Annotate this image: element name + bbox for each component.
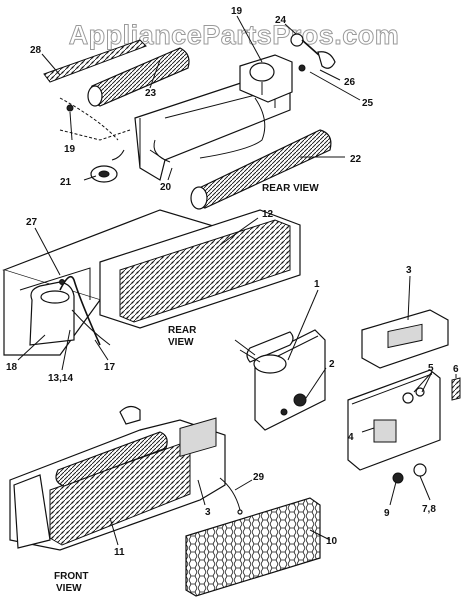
control-assembly (347, 275, 461, 506)
label-front-line2: VIEW (56, 583, 82, 594)
watermark-logo: AppliancePartsPros.com (69, 20, 400, 50)
label-rear-left-line1: REAR (168, 325, 197, 336)
callout-10: 10 (326, 536, 338, 547)
callout-3-right: 3 (406, 265, 412, 276)
blower-assembly (41, 15, 361, 210)
condenser-coil (119, 219, 291, 323)
callout-3-bottom: 3 (205, 507, 211, 518)
callout-21: 21 (60, 177, 72, 188)
callout-28: 28 (30, 45, 42, 56)
callout-27: 27 (26, 217, 38, 228)
callout-22: 22 (350, 154, 362, 165)
callout-20: 20 (160, 182, 172, 193)
callout-12: 12 (262, 209, 274, 220)
callout-25: 25 (362, 98, 374, 109)
callout-7-8: 7,8 (422, 504, 436, 515)
callout-13-14: 13,14 (48, 373, 73, 384)
blower-wheel-upper (87, 47, 190, 107)
label-rear-left-line2: VIEW (168, 337, 194, 348)
callout-11: 11 (114, 547, 125, 558)
label-front-line1: FRONT (54, 571, 88, 582)
callout-1: 1 (314, 279, 320, 290)
slinger-ring (43, 39, 147, 83)
callout-26: 26 (344, 77, 356, 88)
callout-17: 17 (104, 362, 116, 373)
callout-2: 2 (329, 359, 335, 370)
callout-labels: 28 19 24 26 25 23 19 21 20 22 27 12 18 1… (6, 6, 459, 558)
callout-19-top: 19 (231, 6, 243, 17)
callout-24: 24 (275, 15, 287, 26)
front-grille (185, 497, 321, 597)
callout-9: 9 (384, 508, 390, 519)
unit-front-view (9, 405, 253, 551)
capacitor-bracket (234, 289, 327, 431)
control-box (373, 419, 397, 443)
callout-23: 23 (145, 88, 157, 99)
callout-5: 5 (428, 363, 434, 374)
fan-shaft (301, 39, 321, 57)
callout-6: 6 (453, 364, 459, 375)
callout-29: 29 (253, 472, 265, 483)
blower-wheel-lower (190, 129, 332, 210)
label-rear-view-top: REAR VIEW (262, 183, 319, 194)
callout-18: 18 (6, 362, 18, 373)
capacitor (253, 354, 287, 374)
fan-disk (290, 33, 304, 47)
callout-4: 4 (348, 432, 354, 443)
view-labels: REAR VIEW REAR VIEW FRONT VIEW (54, 183, 319, 594)
unit-rear-view (2, 209, 301, 371)
callout-19-left: 19 (64, 144, 76, 155)
